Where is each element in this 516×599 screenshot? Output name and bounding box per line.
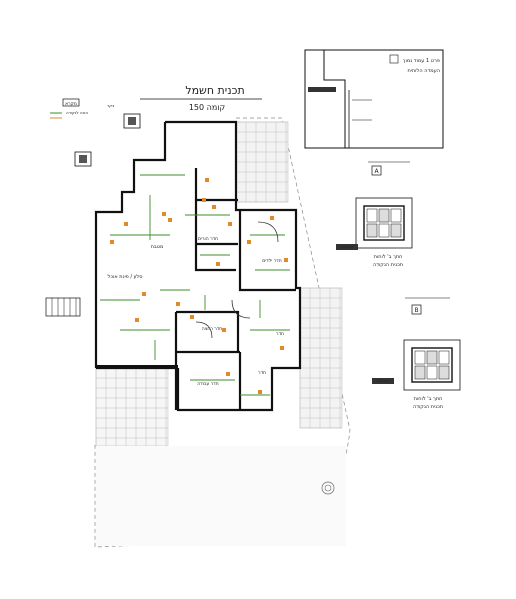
north-arrow-icon bbox=[321, 481, 335, 495]
fixture-icon bbox=[162, 212, 166, 216]
fixture-icon bbox=[202, 198, 206, 202]
room-extra-label: חדר bbox=[258, 371, 266, 376]
legend-title: מקרא bbox=[65, 102, 77, 107]
room-bath-label: חדר רחצה bbox=[202, 327, 223, 332]
plan-subtitle: קומה 150 bbox=[189, 103, 226, 112]
fixture-icon bbox=[176, 302, 180, 306]
room-master-label: חדר הורים bbox=[198, 237, 218, 242]
panel-cell bbox=[414, 350, 426, 365]
fixture-icon bbox=[190, 315, 194, 319]
fixture-icon bbox=[247, 240, 251, 244]
panel-cell bbox=[390, 223, 402, 238]
fixture-icon bbox=[284, 258, 288, 262]
walls bbox=[94, 120, 302, 412]
panel-cell bbox=[366, 208, 378, 223]
top-detail-box: פרט 1 עמוד נמוך העמדה הלוחית bbox=[304, 49, 444, 149]
title-block: תכנית חשמל קומה 150 bbox=[140, 84, 262, 112]
detail-a-title: חתך ב' לוחות bbox=[374, 254, 403, 260]
panel-cell bbox=[390, 208, 402, 223]
panel-cell bbox=[366, 223, 378, 238]
detail-b-tag: 100 מס' bbox=[376, 379, 389, 383]
top-detail-caption-2: העמדה הלוחית bbox=[407, 68, 440, 74]
panel-cell bbox=[378, 208, 390, 223]
legend: מקרא הזנה לנקודה בקר bbox=[45, 98, 141, 317]
fixture-icon bbox=[222, 328, 226, 332]
fixture-icon bbox=[258, 390, 262, 394]
detail-a-subtitle: תכנית הנקודה bbox=[373, 262, 403, 268]
fixture-icon bbox=[280, 346, 284, 350]
fixture-icon bbox=[135, 318, 139, 322]
panel-cell bbox=[426, 365, 438, 380]
fixture-icon bbox=[168, 218, 172, 222]
fixture-icon bbox=[212, 205, 216, 209]
room-kitchen-label: מטבח bbox=[151, 244, 164, 250]
plan-title: תכנית חשמל bbox=[185, 84, 244, 97]
fixture-icon bbox=[216, 262, 220, 266]
fixture-icon bbox=[124, 222, 128, 226]
room-living-label: סלון / פינת אוכל bbox=[108, 274, 143, 280]
fixture-icon bbox=[226, 372, 230, 376]
room-labels: סלון / פינת אוכל מטבח חדר הורים חדר רחצה… bbox=[108, 237, 285, 387]
detail-b-marker: B bbox=[414, 307, 418, 314]
detail-b-title: חתך ב' לוחות bbox=[414, 396, 443, 402]
garden-area bbox=[96, 446, 346, 546]
fixture-icon bbox=[205, 178, 209, 182]
fixture-icon bbox=[270, 216, 274, 220]
fixture-icon bbox=[228, 222, 232, 226]
detail-a: A חתך ב' לוחות תכנית הנקודה 100 מס' bbox=[336, 161, 413, 268]
room-bed2-label: חדר ילדים bbox=[262, 259, 281, 264]
room-study-label: חדר עבודה bbox=[197, 382, 218, 387]
legend-item-controller: בקר bbox=[107, 103, 115, 108]
room-bed3-label: חדר bbox=[276, 332, 284, 337]
panel-cell bbox=[426, 350, 438, 365]
top-detail-caption-1: פרט 1 עמוד נמוך bbox=[403, 58, 440, 64]
wiring-lines bbox=[100, 174, 290, 396]
detail-b-subtitle: תכנית הנקודה bbox=[413, 404, 443, 410]
fixtures bbox=[110, 178, 288, 394]
fixture-icon bbox=[142, 292, 146, 296]
fixture-icon bbox=[110, 240, 114, 244]
detail-a-marker: A bbox=[374, 168, 379, 175]
panel-cell bbox=[414, 365, 426, 380]
panel-cell bbox=[438, 365, 450, 380]
detail-a-tag: 100 מס' bbox=[340, 245, 353, 249]
legend-item-feed: הזנה לנקודה bbox=[66, 110, 88, 115]
panel-cell bbox=[438, 350, 450, 365]
door-swings bbox=[195, 221, 279, 339]
detail-b: B חתך ב' לוחות תכנית הנקודה 100 מס' bbox=[372, 297, 461, 410]
panel-cell bbox=[378, 223, 390, 238]
